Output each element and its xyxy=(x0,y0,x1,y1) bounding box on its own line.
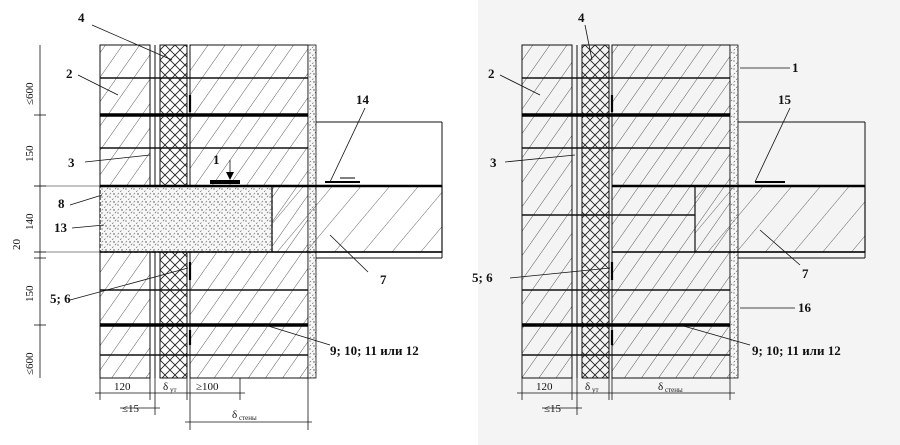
left-vertical-dimension xyxy=(34,45,100,378)
right-insulation xyxy=(581,44,610,379)
right-dim-delta-ut-sub: ут xyxy=(592,386,599,394)
right-callout-9-12: 9; 10; 11 или 12 xyxy=(752,343,841,358)
left-dim-100: ≥100 xyxy=(196,381,219,393)
right-reinforcement xyxy=(522,113,730,327)
right-brick-courses xyxy=(522,77,730,356)
left-callout-9-12: 9; 10; 11 или 12 xyxy=(330,343,419,358)
left-callout-14: 14 xyxy=(356,92,370,107)
left-dim-600-bottom: ≤600 xyxy=(24,352,36,375)
right-callout-4: 4 xyxy=(578,10,585,25)
left-dim-600-top: ≤600 xyxy=(24,82,36,105)
right-floor-slab xyxy=(694,185,866,253)
left-callout-3: 3 xyxy=(68,155,75,170)
right-dim-15: ≤15 xyxy=(544,403,562,415)
right-outer-veneer xyxy=(521,44,573,379)
right-callout-7: 7 xyxy=(802,266,809,281)
left-brick-courses xyxy=(100,77,308,356)
left-dim-150-top: 150 xyxy=(24,145,36,162)
left-dim-20: 20 xyxy=(11,239,23,251)
left-callout-8: 8 xyxy=(58,196,65,211)
left-callout-2: 2 xyxy=(66,66,73,81)
right-callout-5-6: 5; 6 xyxy=(472,270,493,285)
left-callout-13: 13 xyxy=(54,220,68,235)
left-detail: 4 2 3 8 13 5; 6 14 1 7 9; 10; 11 или 12 … xyxy=(11,10,443,430)
right-callout-16: 16 xyxy=(798,300,812,315)
right-dim-delta-wall: δ xyxy=(658,381,663,393)
right-callout-3: 3 xyxy=(490,155,497,170)
right-dim-delta-ut: δ xyxy=(585,381,590,393)
right-bottom-dimensions xyxy=(517,378,735,415)
left-dim-140: 140 xyxy=(24,213,36,230)
right-callout-15: 15 xyxy=(778,92,792,107)
left-dim-delta-wall-sub: стены xyxy=(239,414,257,422)
left-dim-15: ≤15 xyxy=(122,403,140,415)
left-dim-delta-ut: δ xyxy=(163,381,168,393)
left-dim-150-bottom: 150 xyxy=(24,285,36,302)
left-dim-delta-wall: δ xyxy=(232,409,237,421)
left-callout-7: 7 xyxy=(380,272,387,287)
left-callout-4: 4 xyxy=(78,10,85,25)
right-dim-120: 120 xyxy=(536,381,553,393)
right-callout-2: 2 xyxy=(488,66,495,81)
left-dim-120: 120 xyxy=(114,381,131,393)
right-detail: 4 2 1 3 15 5; 6 7 16 9; 10; 11 или 12 12… xyxy=(472,10,866,415)
left-reinforcement xyxy=(100,113,308,327)
right-dim-delta-wall-sub: стены xyxy=(665,386,683,394)
left-dim-delta-ut-sub: ут xyxy=(170,386,177,394)
left-slab-zone-masonry xyxy=(99,185,273,253)
right-callout-1: 1 xyxy=(792,60,799,75)
left-bottom-dimensions xyxy=(95,378,312,430)
left-callout-5-6: 5; 6 xyxy=(50,291,71,306)
left-callout-1: 1 xyxy=(213,152,220,167)
left-floor-slab xyxy=(271,185,443,253)
